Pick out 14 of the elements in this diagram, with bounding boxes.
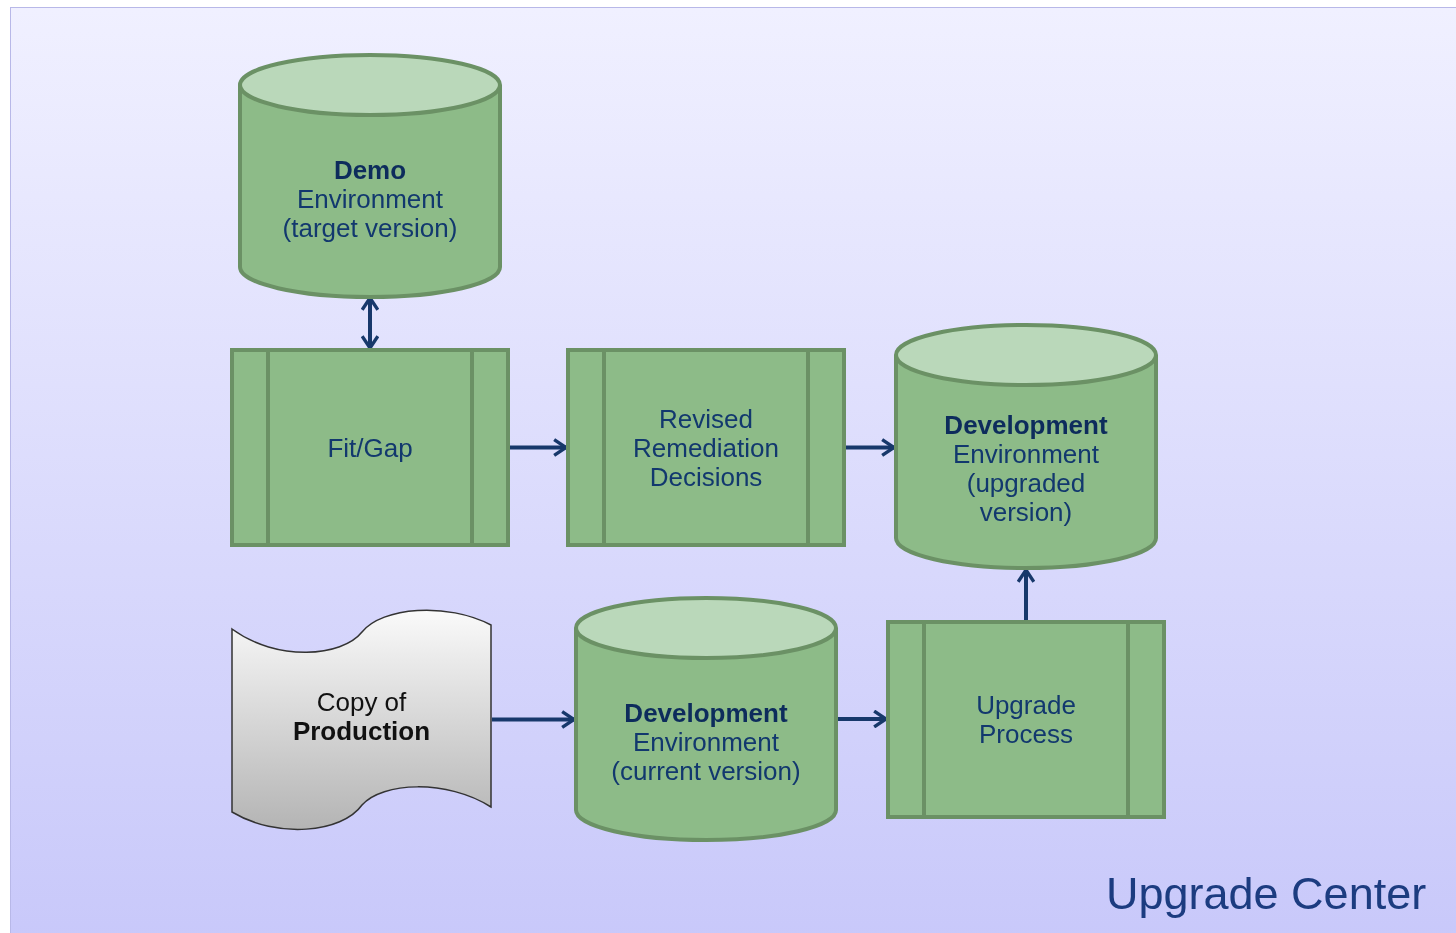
caption-text: Upgrade Center: [1106, 868, 1427, 920]
arrow: [1016, 568, 1036, 621]
arrow: [845, 437, 896, 458]
node-text: Demo Environment (target version): [281, 155, 459, 242]
arrow: [837, 709, 888, 729]
node-text: Development Environment (upgraded version): [943, 411, 1109, 527]
node-text: Development Environment (current version): [610, 698, 802, 785]
node-text: Upgrade Process: [975, 690, 1077, 749]
arrow: [360, 296, 380, 350]
arrow: [492, 709, 576, 730]
arrow: [509, 437, 568, 458]
node-text: Copy of Production: [291, 688, 432, 746]
node-text: Revised Remediation Decisions: [632, 404, 780, 491]
node-text: Fit/Gap: [326, 433, 414, 462]
